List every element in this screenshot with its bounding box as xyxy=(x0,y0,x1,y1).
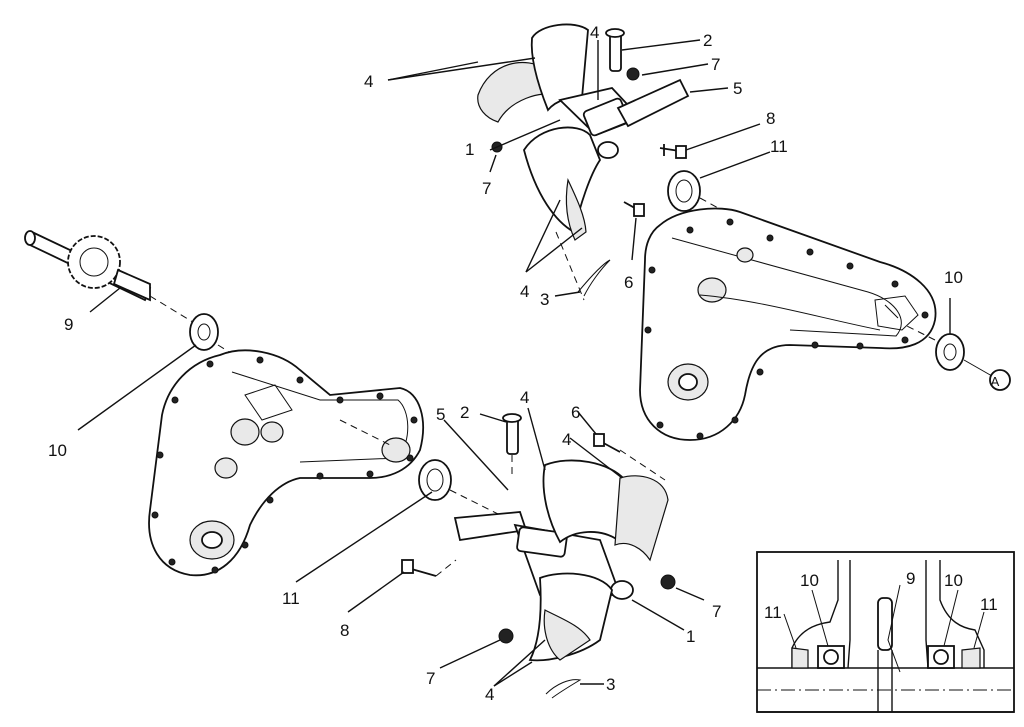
reference-a-circle xyxy=(989,369,1011,391)
callout-4: 4 xyxy=(590,23,599,42)
tine-sleeve xyxy=(516,526,568,558)
housing-rib xyxy=(699,294,881,331)
clevis-pin-head xyxy=(502,413,522,423)
housing-flange xyxy=(671,237,902,337)
inset-callout-11: 11 xyxy=(764,603,782,622)
callout-6: 6 xyxy=(571,403,580,422)
reference-a-label: A xyxy=(991,374,1000,389)
housing-bolt-holes xyxy=(644,218,929,440)
callout-4: 4 xyxy=(520,282,529,301)
callout-1: 1 xyxy=(465,140,474,159)
callout-5: 5 xyxy=(436,405,445,424)
upper-tine-assembly xyxy=(477,23,741,301)
tine-blade xyxy=(543,609,591,661)
callout-10: 10 xyxy=(944,268,963,287)
callout-1: 1 xyxy=(686,627,695,646)
cross-section-inset: 11 10 9 10 11 xyxy=(756,551,1015,713)
clevis-pin xyxy=(506,417,519,455)
callout-8: 8 xyxy=(766,109,775,128)
bearing xyxy=(935,333,965,371)
callout-6: 6 xyxy=(624,273,633,292)
housing-bore xyxy=(201,531,223,549)
tine-blade xyxy=(565,177,587,241)
callout-11: 11 xyxy=(770,137,788,156)
housing-half xyxy=(148,349,424,577)
callout-4: 4 xyxy=(485,685,494,704)
oil-seal-bore xyxy=(426,468,444,492)
callout-labels: 4 4 2 7 5 8 11 1 7 6 4 3 10 A 9 10 5 2 4… xyxy=(48,23,1000,704)
nut xyxy=(660,574,676,590)
nut xyxy=(626,67,640,81)
axle-shaft-assembly xyxy=(24,230,246,363)
bolt-head xyxy=(593,433,605,447)
sprocket xyxy=(67,235,121,289)
lower-tine-assembly xyxy=(401,413,676,699)
bearing-bore xyxy=(197,323,211,341)
hub-end xyxy=(610,580,634,600)
housing-boss xyxy=(381,437,411,463)
left-gear-housing xyxy=(148,349,424,577)
tine-blade xyxy=(614,475,669,562)
callout-10: 10 xyxy=(48,441,67,460)
tine-blade xyxy=(542,459,626,544)
callout-7: 7 xyxy=(711,55,720,74)
housing-sprocket xyxy=(244,384,293,421)
callout-4: 4 xyxy=(364,72,373,91)
hairpin-clip xyxy=(545,679,582,699)
inset-bearing-ball xyxy=(823,649,839,665)
callout-7: 7 xyxy=(426,669,435,688)
oil-seal xyxy=(418,459,452,501)
inset-callout-10: 10 xyxy=(944,571,963,590)
callout-7: 7 xyxy=(712,602,721,621)
inset-seal-right xyxy=(961,647,981,669)
housing-boss xyxy=(230,418,260,446)
nut xyxy=(498,628,514,644)
inset-callout-11: 11 xyxy=(980,595,998,614)
tine-blade xyxy=(523,126,602,234)
inset-bearing-ball xyxy=(933,649,949,665)
bolt-head xyxy=(401,559,414,574)
housing-boss xyxy=(260,421,284,443)
callout-2: 2 xyxy=(460,403,469,422)
tine-shank xyxy=(616,78,690,128)
housing-bolt-holes xyxy=(151,356,418,574)
housing-boss xyxy=(736,247,754,263)
hairpin-clip xyxy=(577,259,611,297)
housing-boss xyxy=(697,277,727,303)
callout-4: 4 xyxy=(562,430,571,449)
inset-callout-10: 10 xyxy=(800,571,819,590)
inset-pin xyxy=(877,597,893,651)
oil-seal-bore xyxy=(675,179,693,203)
callout-3: 3 xyxy=(606,675,615,694)
sprocket-hub xyxy=(79,247,109,277)
bearing xyxy=(189,313,219,351)
housing-bore xyxy=(678,373,698,391)
callout-9: 9 xyxy=(64,315,73,334)
callout-11: 11 xyxy=(282,589,300,608)
hub-end xyxy=(597,141,619,159)
callout-5: 5 xyxy=(733,79,742,98)
inset-callout-9: 9 xyxy=(906,569,915,588)
bolt-head xyxy=(633,203,645,217)
shaft-collar xyxy=(112,268,151,302)
callout-7: 7 xyxy=(482,179,491,198)
housing-half xyxy=(639,207,937,441)
callout-4: 4 xyxy=(520,388,529,407)
shaft-end xyxy=(24,230,36,246)
clevis-pin-head xyxy=(605,28,625,38)
callout-3: 3 xyxy=(540,290,549,309)
leader-lines xyxy=(77,39,951,687)
right-gear-housing xyxy=(639,207,1011,441)
clevis-pin xyxy=(609,32,622,72)
oil-seal xyxy=(667,170,701,212)
inset-seal-left xyxy=(791,647,809,669)
bearing-bore xyxy=(943,343,957,361)
callout-2: 2 xyxy=(703,31,712,50)
callout-8: 8 xyxy=(340,621,349,640)
bolt-head xyxy=(675,145,687,159)
housing-sprocket xyxy=(874,295,919,331)
housing-boss xyxy=(214,457,238,479)
